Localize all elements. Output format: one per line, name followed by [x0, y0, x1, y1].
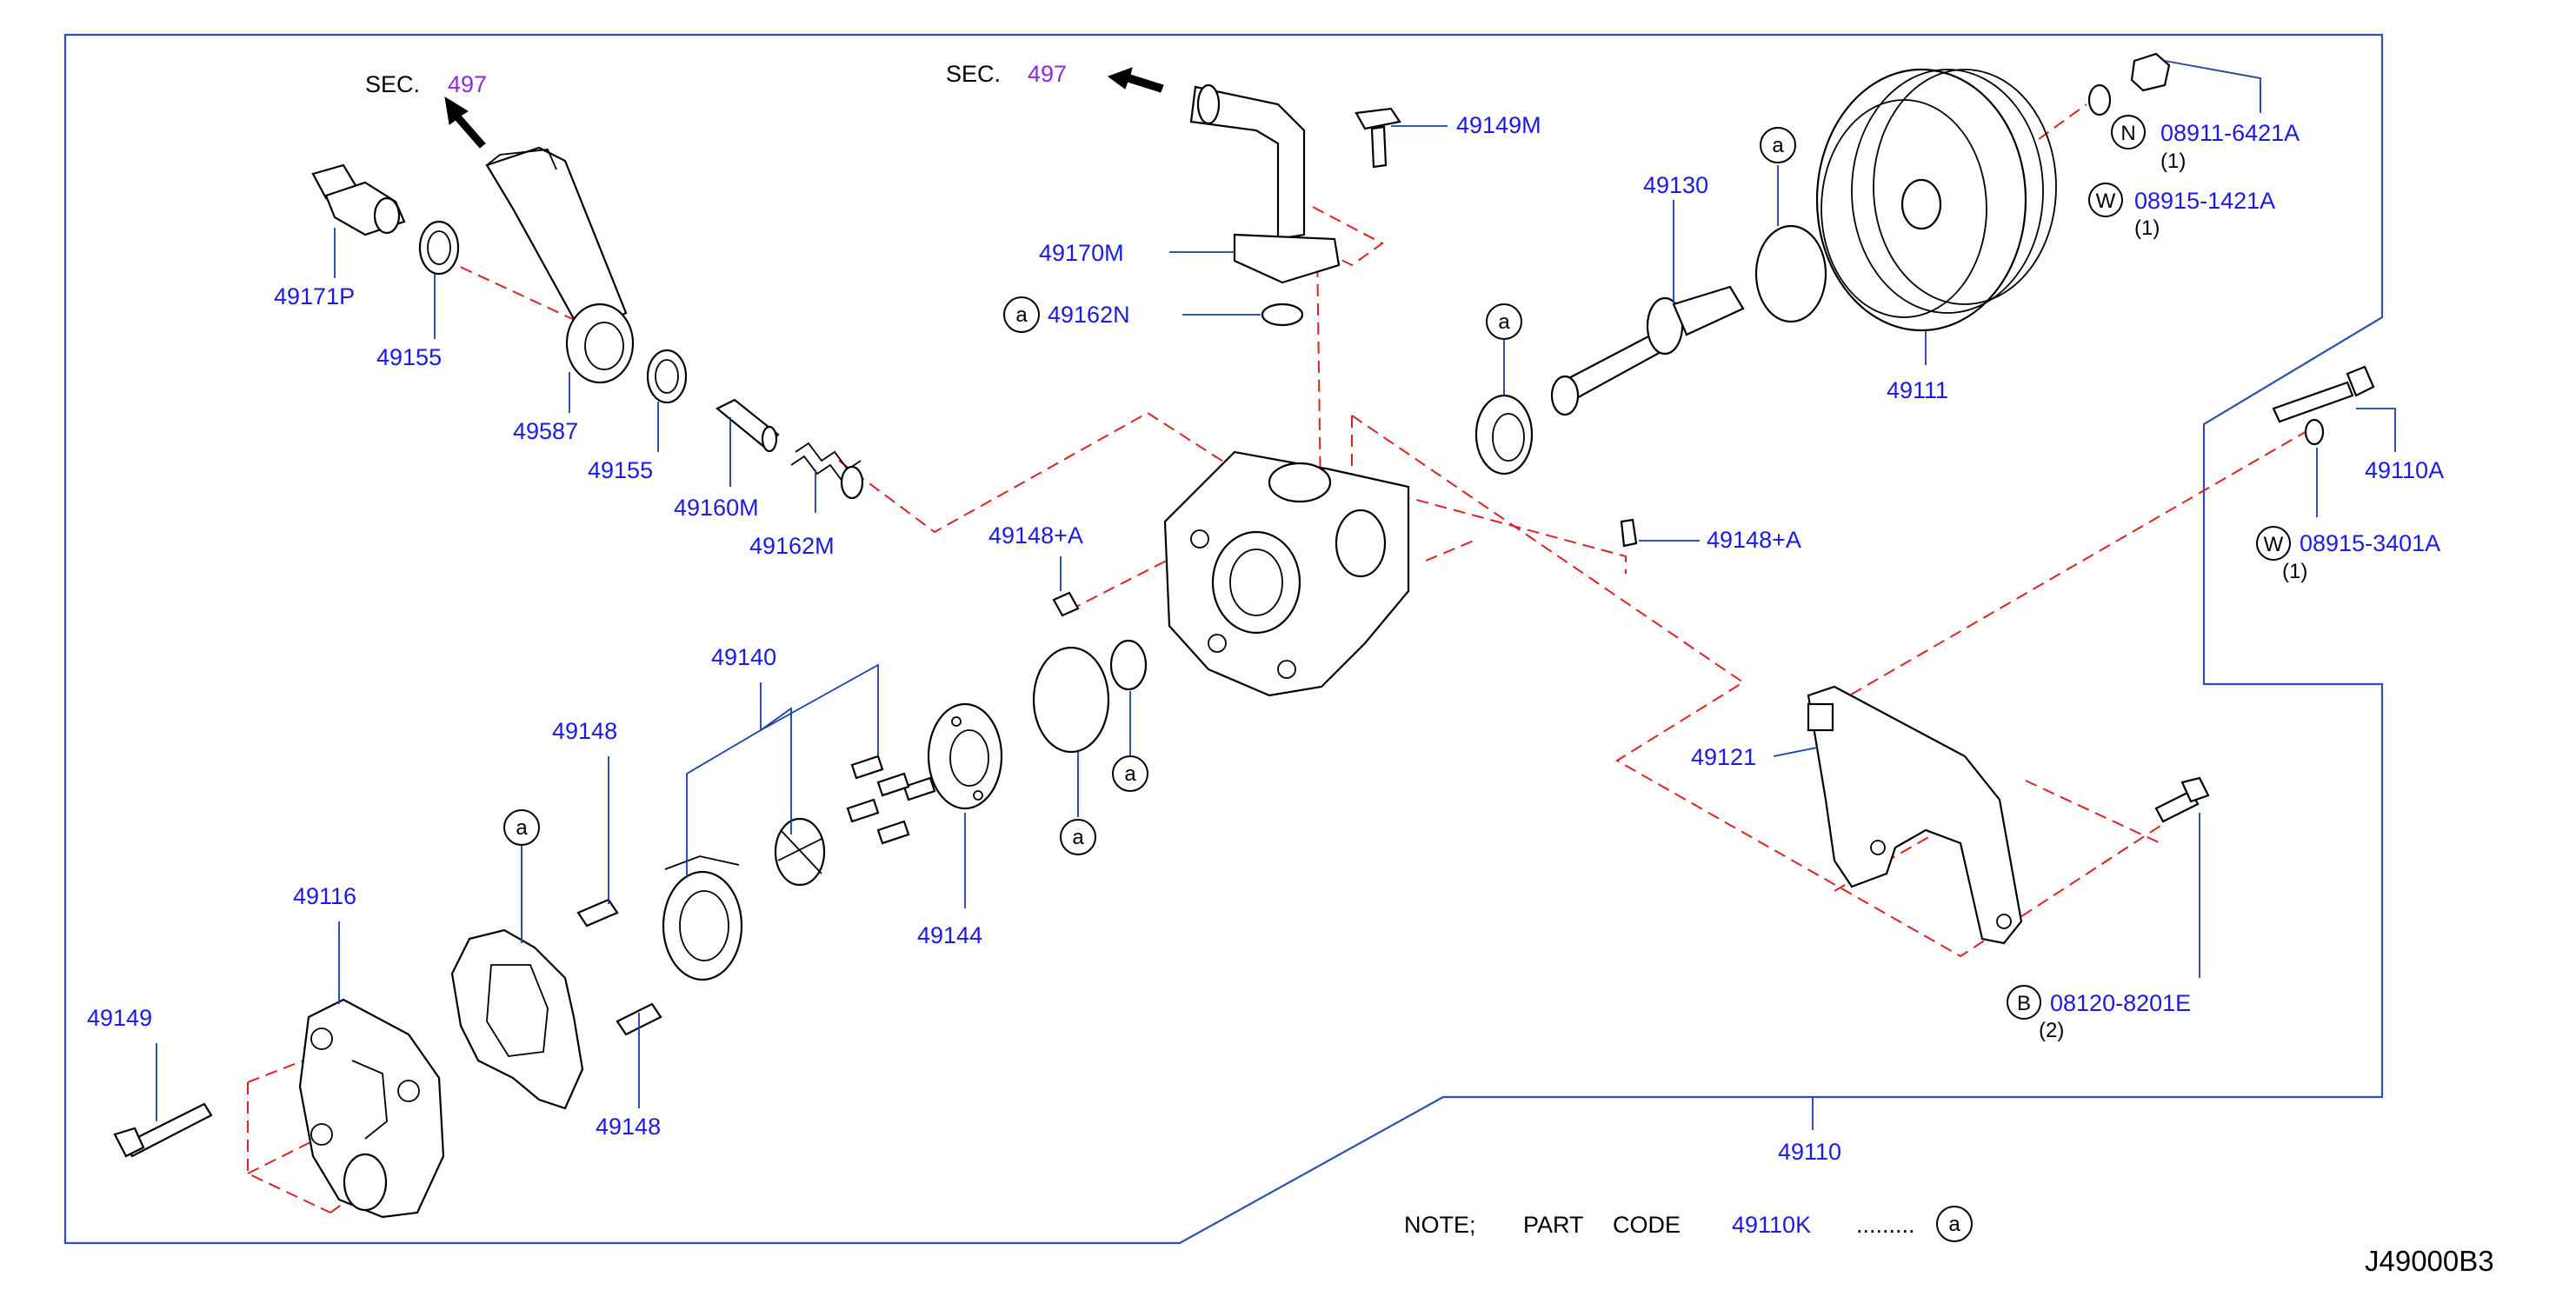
diagram-code: J49000B3	[2365, 1245, 2494, 1277]
part-label-49587[interactable]: 49587	[513, 418, 578, 444]
marker-a-o-ring-shaft: a	[1760, 127, 1796, 163]
svg-text:a: a	[1015, 303, 1028, 327]
gasket	[450, 928, 584, 1110]
note-code: CODE	[1613, 1212, 1681, 1238]
o-ring-large	[1032, 646, 1110, 754]
sec-label-right-number[interactable]: 497	[1028, 61, 1067, 87]
part-label-49130[interactable]: 49130	[1643, 172, 1708, 198]
note-row: NOTE; PART CODE 49110K ......... a	[1404, 1206, 1973, 1242]
marker-a-49162N: a	[1003, 296, 1040, 333]
pulley-49111	[1815, 68, 2057, 332]
prefix-n-marker: N	[2111, 115, 2146, 150]
part-label-49148-bottom[interactable]: 49148	[596, 1114, 661, 1140]
part-label-49111[interactable]: 49111	[1887, 377, 1948, 403]
part-label-49110[interactable]: 49110	[1778, 1139, 1841, 1165]
qty-08915-3401A: (1)	[2282, 560, 2307, 583]
o-ring-49162N	[1261, 303, 1304, 327]
part-label-49160M[interactable]: 49160M	[674, 495, 759, 521]
qty-08120-8201E: (2)	[2039, 1019, 2064, 1042]
part-label-49140[interactable]: 49140	[711, 644, 776, 670]
note-label: NOTE;	[1404, 1212, 1476, 1238]
leader-lines	[156, 60, 2396, 1130]
bolt-49149	[113, 1102, 213, 1158]
part-label-49148A-left[interactable]: 49148+A	[988, 522, 1083, 549]
spring-49162M	[790, 442, 864, 500]
assembly-frame	[63, 33, 2384, 1245]
svg-text:a: a	[1772, 134, 1784, 157]
qty-08915-1421A: (1)	[2134, 216, 2160, 240]
rotor-49140	[774, 817, 826, 887]
sec-label-right-prefix: SEC.	[946, 61, 1001, 87]
bolt-08120-8201E	[2154, 776, 2210, 823]
pin-49148A-left	[1052, 591, 1080, 617]
svg-text:a: a	[1072, 826, 1084, 849]
note-code-value[interactable]: 49110K	[1732, 1212, 1811, 1238]
qty-08911-6421A: (1)	[2160, 150, 2186, 173]
valve-49160M	[715, 398, 780, 453]
vanes-49140	[846, 755, 936, 845]
note-dots: .........	[1856, 1212, 1915, 1238]
part-label-08911-6421A[interactable]: 08911-6421A	[2160, 120, 2300, 146]
note-marker-circle	[1936, 1206, 1973, 1242]
svg-text:W: W	[2264, 533, 2284, 556]
cam-ring-49140	[662, 855, 743, 981]
washer-49155-b	[646, 349, 688, 404]
shaft-49130	[1550, 285, 1745, 416]
part-label-49162N[interactable]: 49162N	[1048, 302, 1130, 328]
part-label-49149M[interactable]: 49149M	[1456, 112, 1541, 138]
part-label-49155-b[interactable]: 49155	[588, 457, 653, 483]
marker-a-seal: a	[1486, 303, 1522, 340]
bracket-49121	[1807, 685, 2023, 945]
nut-08911	[2130, 52, 2171, 92]
part-label-49110A[interactable]: 49110A	[2365, 457, 2444, 483]
marker-a-gasket: a	[503, 809, 540, 846]
part-label-49171P[interactable]: 49171P	[274, 283, 355, 309]
part-label-49155-a[interactable]: 49155	[376, 344, 442, 370]
prefix-b-marker: B	[2007, 985, 2041, 1020]
marker-a-o-ring-large: a	[1060, 819, 1096, 855]
part-label-49162M[interactable]: 49162M	[749, 533, 835, 559]
prefix-w-marker-1421: W	[2088, 183, 2123, 217]
part-label-49148-top[interactable]: 49148	[552, 718, 617, 744]
bolt-49110A	[2272, 365, 2375, 423]
pump-body	[1163, 450, 1410, 697]
svg-text:a: a	[516, 816, 528, 840]
part-label-08915-3401A[interactable]: 08915-3401A	[2300, 530, 2440, 556]
washer-08915-3401	[2304, 418, 2325, 446]
washer-49155-a	[418, 220, 460, 276]
suction-pipe-49170M	[1189, 83, 1341, 284]
part-label-49170M[interactable]: 49170M	[1039, 240, 1124, 266]
pin-49148-top	[576, 898, 619, 928]
part-label-49116[interactable]: 49116	[293, 883, 356, 909]
part-label-49121[interactable]: 49121	[1691, 744, 1756, 770]
o-ring-shaft	[1754, 224, 1827, 323]
sec-arrow-right	[1107, 67, 1164, 93]
svg-text:N: N	[2120, 122, 2135, 145]
cover-49116	[298, 998, 445, 1219]
part-label-49144[interactable]: 49144	[917, 922, 982, 948]
washer-08915-1421	[2087, 83, 2112, 116]
svg-text:a: a	[1124, 762, 1136, 786]
plug-49171P	[311, 163, 406, 236]
o-ring-small	[1109, 639, 1148, 691]
side-plate-49144	[927, 702, 1003, 810]
part-label-49148A-right[interactable]: 49148+A	[1707, 527, 1801, 553]
sec-label-left-number[interactable]: 497	[448, 71, 487, 97]
note-part: PART	[1523, 1212, 1584, 1238]
svg-text:a: a	[1498, 310, 1510, 334]
note-marker-letter: a	[1948, 1213, 1960, 1236]
part-label-49149[interactable]: 49149	[87, 1005, 152, 1031]
prefix-w-marker-3401: W	[2256, 526, 2291, 561]
pin-49148A-right	[1620, 518, 1638, 548]
part-label-08915-1421A[interactable]: 08915-1421A	[2134, 188, 2275, 214]
svg-text:W: W	[2096, 190, 2116, 213]
union-pipe-49587	[485, 146, 635, 384]
sec-label-left-prefix: SEC.	[365, 71, 420, 97]
marker-a-o-ring-small: a	[1112, 755, 1148, 792]
bolt-49149M	[1355, 107, 1401, 169]
part-label-08120-8201E[interactable]: 08120-8201E	[2050, 990, 2191, 1016]
sec-arrow-left	[444, 96, 486, 149]
svg-text:B: B	[2017, 992, 2031, 1015]
